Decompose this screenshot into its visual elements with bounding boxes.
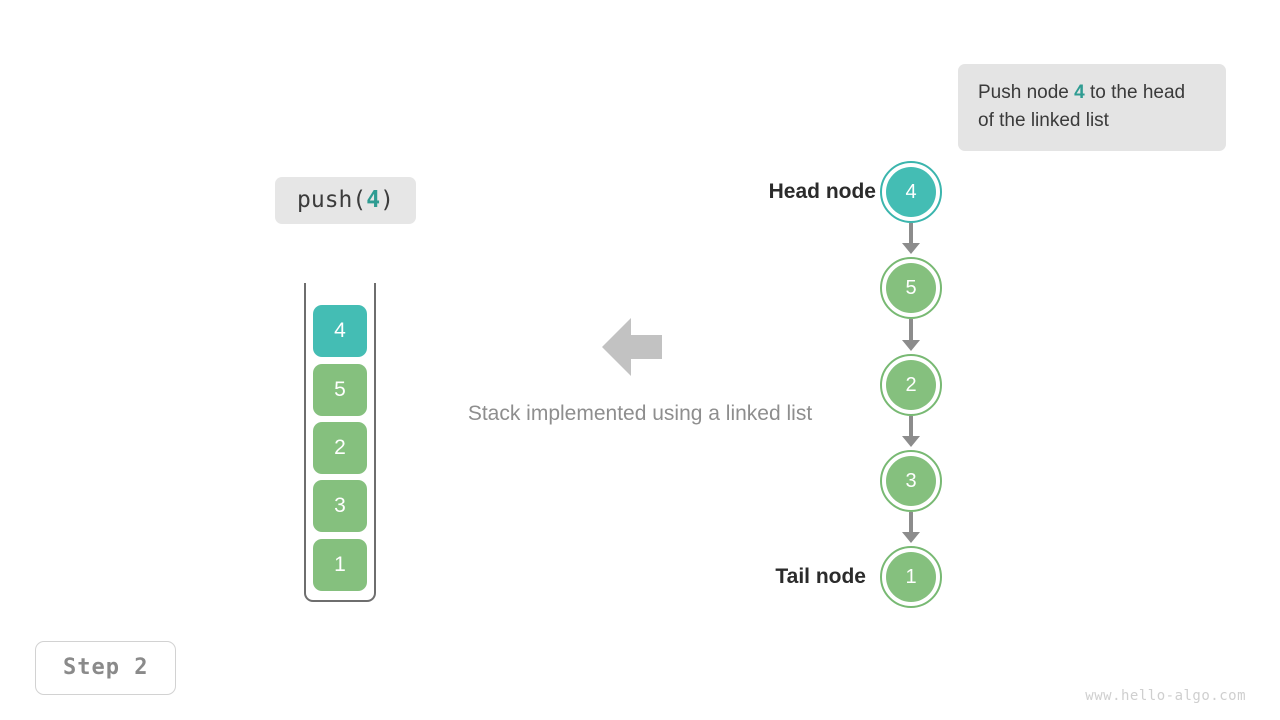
linked-list-node-value: 5 (886, 263, 936, 313)
diagram-caption: Stack implemented using a linked list (467, 402, 813, 425)
stack-cell-value: 5 (334, 378, 346, 401)
watermark: www.hello-algo.com (1085, 688, 1246, 704)
callout-box: Push node 4 to the head of the linked li… (958, 64, 1226, 151)
link-connector (909, 512, 913, 535)
stack-container-outline (304, 283, 376, 602)
left-arrow-icon (602, 318, 662, 376)
linked-list-node-value: 3 (886, 456, 936, 506)
stack-visualization: 4 5 2 3 1 (304, 283, 376, 602)
callout-text-after: to the head of the linked list (978, 82, 1186, 131)
callout-text-before: Push node (978, 82, 1075, 103)
stack-cell: 4 (313, 305, 367, 357)
link-arrowhead-icon (902, 532, 920, 543)
stack-cell: 2 (313, 422, 367, 474)
linked-list-node-value: 2 (886, 360, 936, 410)
callout-highlight-value: 4 (1074, 82, 1085, 103)
stack-cell-value: 2 (334, 436, 346, 459)
linked-list-node: 3 (880, 450, 942, 512)
linked-list-node: 4 (880, 161, 942, 223)
operation-label-value: 4 (366, 187, 381, 213)
link-connector (909, 319, 913, 342)
link-arrowhead-icon (902, 243, 920, 254)
tail-node-label: Tail node (775, 565, 866, 588)
linked-list-node-value: 1 (886, 552, 936, 602)
stack-cell-value: 3 (334, 494, 346, 517)
step-badge: Step 2 (35, 641, 177, 695)
head-node-label: Head node (768, 180, 876, 203)
operation-label-suffix: ) (380, 187, 394, 213)
linked-list-node: 1 (880, 546, 942, 608)
linked-list-visualization: 4 5 2 3 1 (880, 155, 960, 615)
stack-cell: 5 (313, 364, 367, 416)
linked-list-node: 5 (880, 257, 942, 319)
operation-label: push(4) (275, 177, 416, 224)
linked-list-node-value: 4 (886, 167, 936, 217)
link-arrowhead-icon (902, 436, 920, 447)
stack-cell-value: 4 (334, 319, 346, 342)
operation-label-prefix: push( (297, 187, 367, 213)
link-connector (909, 223, 913, 246)
link-connector (909, 416, 913, 438)
link-arrowhead-icon (902, 340, 920, 351)
stack-cell: 1 (313, 539, 367, 591)
stack-cell: 3 (313, 480, 367, 532)
linked-list-node: 2 (880, 354, 942, 416)
stack-cell-value: 1 (334, 553, 346, 576)
